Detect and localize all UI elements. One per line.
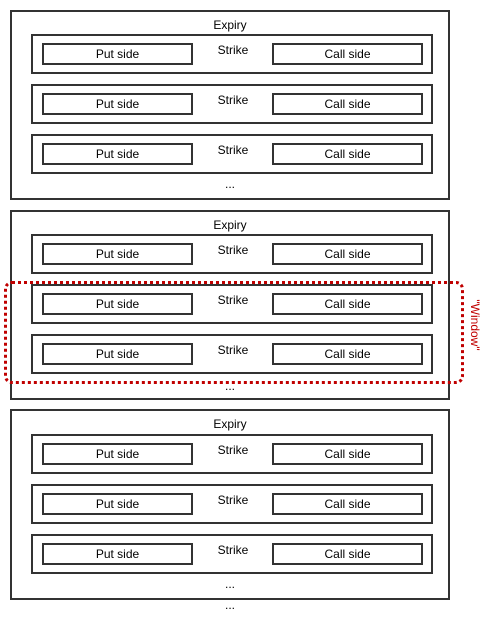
put-side-box: Put side xyxy=(42,293,193,315)
put-side-box: Put side xyxy=(42,543,193,565)
row-ellipsis: ... xyxy=(224,177,235,191)
call-side-box: Call side xyxy=(272,543,423,565)
row-ellipsis: ... xyxy=(224,577,235,591)
call-side-box: Call side xyxy=(272,493,423,515)
strike-label: Strike xyxy=(217,293,249,307)
call-side-box: Call side xyxy=(272,143,423,165)
put-side-box: Put side xyxy=(42,243,193,265)
expiry-block-1: Expiry Put side Strike Call side Put sid… xyxy=(10,10,450,200)
put-side-box: Put side xyxy=(42,343,193,365)
call-side-box: Call side xyxy=(272,343,423,365)
strike-row: Put side Strike Call side xyxy=(31,284,433,324)
call-side-box: Call side xyxy=(272,443,423,465)
strike-row: Put side Strike Call side xyxy=(31,84,433,124)
put-side-box: Put side xyxy=(42,443,193,465)
strike-row: Put side Strike Call side xyxy=(31,234,433,274)
strike-row: Put side Strike Call side xyxy=(31,334,433,374)
strike-label: Strike xyxy=(217,443,249,457)
row-ellipsis: ... xyxy=(224,379,235,393)
window-highlight xyxy=(4,281,464,384)
strike-label: Strike xyxy=(217,243,249,257)
strike-row: Put side Strike Call side xyxy=(31,434,433,474)
call-side-box: Call side xyxy=(272,243,423,265)
expiry-label: Expiry xyxy=(213,18,247,32)
window-label-text: "Window" xyxy=(468,299,482,351)
strike-label: Strike xyxy=(217,43,249,57)
strike-label: Strike xyxy=(217,143,249,157)
expiry-block-2: Expiry Put side Strike Call side Put sid… xyxy=(10,210,450,400)
call-side-box: Call side xyxy=(272,93,423,115)
strike-label: Strike xyxy=(217,493,249,507)
window-label: "Window" xyxy=(468,290,482,360)
put-side-box: Put side xyxy=(42,493,193,515)
strike-label: Strike xyxy=(217,93,249,107)
put-side-box: Put side xyxy=(42,43,193,65)
expiry-label: Expiry xyxy=(213,417,247,431)
expiry-label: Expiry xyxy=(213,218,247,232)
call-side-box: Call side xyxy=(272,293,423,315)
put-side-box: Put side xyxy=(42,143,193,165)
call-side-box: Call side xyxy=(272,43,423,65)
strike-label: Strike xyxy=(217,543,249,557)
strike-row: Put side Strike Call side xyxy=(31,534,433,574)
strike-row: Put side Strike Call side xyxy=(31,134,433,174)
strike-row: Put side Strike Call side xyxy=(31,34,433,74)
strike-label: Strike xyxy=(217,343,249,357)
put-side-box: Put side xyxy=(42,93,193,115)
strike-row: Put side Strike Call side xyxy=(31,484,433,524)
expiry-ellipsis: ... xyxy=(224,598,235,612)
expiry-block-3: Expiry Put side Strike Call side Put sid… xyxy=(10,409,450,600)
